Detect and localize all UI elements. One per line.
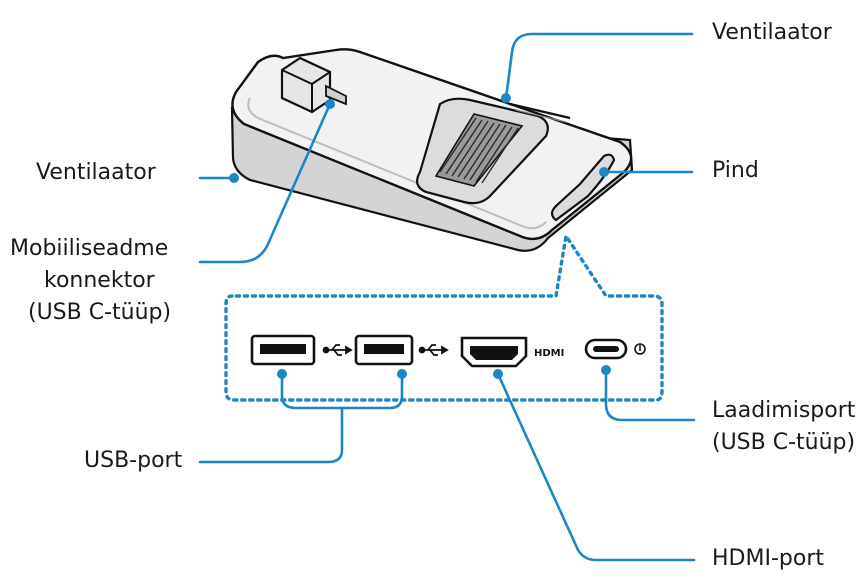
dock-device bbox=[230, 48, 634, 252]
label-fan-top: Ventilaator bbox=[712, 20, 832, 45]
leader-fan-top bbox=[504, 32, 694, 100]
leader-mobile-connector bbox=[198, 102, 332, 264]
usb-icon-2 bbox=[418, 344, 449, 356]
label-hdmi-port: HDMI-port bbox=[712, 546, 824, 571]
mobile-connector-block bbox=[280, 56, 347, 114]
leader-usb-bracket bbox=[280, 372, 404, 410]
label-mobile-connector-3: (USB C-tüüp) bbox=[28, 300, 172, 325]
leader-charging-port bbox=[604, 368, 696, 422]
leader-hdmi-port bbox=[496, 372, 696, 562]
fan-grille bbox=[415, 97, 549, 205]
label-surface: Pind bbox=[712, 158, 759, 183]
leader-usb-port bbox=[198, 406, 344, 464]
label-usb-port: USB-port bbox=[84, 448, 183, 473]
label-mobile-connector-2: konnektor bbox=[44, 268, 155, 293]
power-icon bbox=[634, 343, 646, 355]
label-charging-port-1: Laadimisport bbox=[712, 398, 856, 423]
label-charging-port-2: (USB C-tüüp) bbox=[712, 430, 856, 455]
label-fan-left: Ventilaator bbox=[36, 160, 156, 185]
port-row: HDMI bbox=[250, 334, 646, 368]
hdmi-logo: HDMI bbox=[534, 348, 564, 359]
usb-icon-1 bbox=[322, 344, 353, 356]
port-callout-outline bbox=[224, 231, 664, 402]
label-mobile-connector-1: Mobiiliseadme bbox=[10, 236, 169, 261]
leader-lines bbox=[198, 32, 696, 562]
